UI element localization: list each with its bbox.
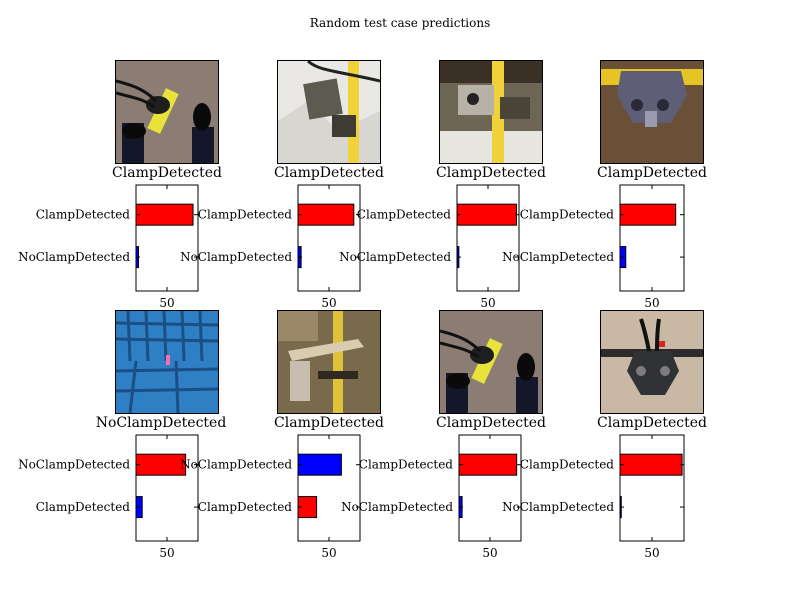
category-label-3-2: NoClampDetected [339,250,451,264]
xtick-label-1: 50 [159,296,174,310]
category-label-1-1: ClampDetected [36,208,131,222]
category-label-6-2: ClampDetected [198,500,293,514]
bar-8-1 [619,453,683,476]
prediction-label-5: NoClampDetected [95,415,227,431]
xtick-label-7: 50 [482,546,497,560]
category-label-5-1: NoClampDetected [18,458,130,472]
axes-frame-8 [619,434,685,542]
prediction-label-6: ClampDetected [274,415,384,431]
thumbnail-8 [600,310,704,414]
axes-frame-3 [456,184,520,292]
category-label-3-1: ClampDetected [357,208,452,222]
category-label-2-1: ClampDetected [198,208,293,222]
prediction-label-4: ClampDetected [597,165,707,181]
xtick-label-3: 50 [480,296,495,310]
bar-4-1 [619,203,677,226]
axes-frame-1 [135,184,199,292]
thumbnail-4 [600,60,704,164]
prediction-label-8: ClampDetected [597,415,707,431]
category-label-7-1: ClampDetected [359,458,454,472]
bar-2-1 [297,203,355,226]
category-label-8-2: NoClampDetected [502,500,614,514]
prediction-label-7: ClampDetected [436,415,546,431]
category-label-4-2: NoClampDetected [502,250,614,264]
bar-7-1 [458,453,518,476]
thumbnail-3 [439,60,543,164]
xtick-label-5: 50 [159,546,174,560]
xtick-label-8: 50 [644,546,659,560]
bar-3-1 [456,203,518,226]
xtick-label-2: 50 [321,296,336,310]
prediction-label-3: ClampDetected [436,165,546,181]
axes-frame-6 [297,434,361,542]
category-label-7-2: NoClampDetected [341,500,453,514]
axes-frame-2 [297,184,361,292]
thumbnail-1 [115,60,219,164]
thumbnail-6 [277,310,381,414]
bar-1-1 [135,203,194,226]
xtick-label-4: 50 [644,296,659,310]
category-label-2-2: NoClampDetected [180,250,292,264]
thumbnail-2 [277,60,381,164]
thumbnail-5 [115,310,219,414]
category-label-8-1: ClampDetected [520,458,615,472]
figure-title: Random test case predictions [309,16,491,30]
axes-frame-4 [619,184,685,292]
thumbnail-7 [439,310,543,414]
xtick-label-6: 50 [321,546,336,560]
category-label-1-2: NoClampDetected [18,250,130,264]
bar-6-1 [297,453,342,476]
category-label-4-1: ClampDetected [520,208,615,222]
axes-frame-5 [135,434,199,542]
axes-frame-7 [458,434,522,542]
bar-5-1 [135,453,187,476]
prediction-label-2: ClampDetected [274,165,384,181]
category-label-6-1: NoClampDetected [180,458,292,472]
category-label-5-2: ClampDetected [36,500,131,514]
prediction-label-1: ClampDetected [112,165,222,181]
